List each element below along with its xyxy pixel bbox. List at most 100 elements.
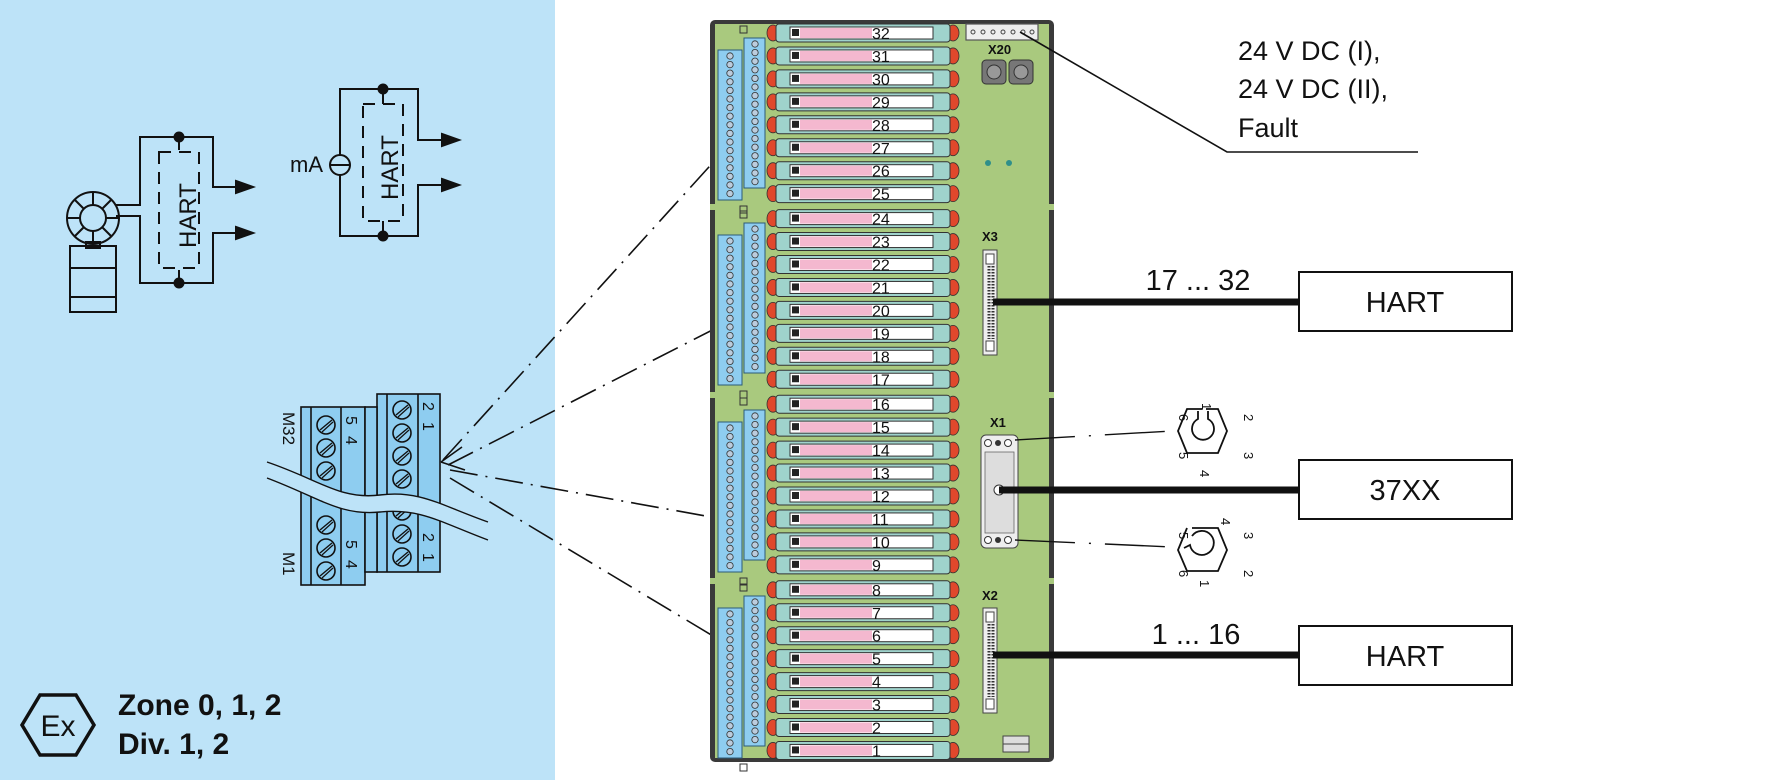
module-slot-29: 29	[766, 92, 960, 112]
transmitter-device	[66, 191, 120, 313]
current-source-label: mA	[290, 152, 323, 177]
socket-leader-upper	[1014, 430, 1173, 441]
hart-box-lower: HART	[1298, 625, 1513, 686]
socket-upper-pin-1: 1	[1199, 403, 1214, 410]
module-number: 10	[872, 535, 890, 552]
board-terminal-strips	[717, 25, 766, 772]
module-slot-9: 9	[766, 555, 960, 575]
module-slot-3: 3	[766, 695, 960, 715]
screw-icon	[316, 415, 336, 435]
socket-upper-pin-3: 3	[1241, 452, 1256, 459]
board-terminal-strip	[717, 583, 766, 772]
screw-icon	[392, 446, 412, 466]
module-number: 14	[872, 443, 890, 460]
module-number: 19	[872, 326, 890, 343]
module-slot-30: 30	[766, 69, 960, 89]
module-number: 28	[872, 118, 890, 135]
module-number: 1	[872, 743, 881, 760]
hart-loop-current-source	[339, 83, 463, 242]
module-slot-28: 28	[766, 115, 960, 135]
module-slot-16: 16	[766, 394, 960, 414]
board-terminal-strip	[717, 210, 766, 399]
module-slot-18: 18	[766, 346, 960, 366]
module-slot-8: 8	[766, 580, 960, 600]
module-slots: 3231302928272625242322212019181716151413…	[766, 23, 960, 760]
module-number: 4	[872, 675, 881, 692]
module-slot-27: 27	[766, 138, 960, 158]
module-slot-5: 5	[766, 649, 960, 669]
terminal-block-break	[265, 462, 490, 540]
socket-lower-pin-3: 3	[1241, 532, 1256, 539]
module-slot-31: 31	[766, 46, 960, 66]
screw-icon	[316, 461, 336, 481]
x2-ribbon-connector	[982, 607, 998, 714]
terminal-label-m32: M32	[279, 412, 298, 445]
current-source-symbol	[329, 154, 351, 176]
module-number: 32	[872, 26, 890, 43]
module-number: 2	[872, 721, 881, 738]
range-label-17-32: 17 ... 32	[1146, 265, 1251, 297]
module-slot-15: 15	[766, 417, 960, 437]
pin-label-4-bottom: 4	[342, 560, 359, 569]
module-slot-22: 22	[766, 255, 960, 275]
range-label-1-16: 1 ... 16	[1152, 619, 1241, 651]
power-label-line1: 24 V DC (I),	[1238, 36, 1381, 66]
module-number: 5	[872, 652, 881, 669]
module-number: 3	[872, 698, 881, 715]
module-number: 24	[872, 212, 890, 229]
socket-lower-pin-6: 6	[1176, 570, 1191, 577]
break-line-bottom	[266, 477, 489, 541]
x1-label: X1	[990, 415, 1006, 430]
module-number: 12	[872, 489, 890, 506]
module-number: 31	[872, 49, 890, 66]
module-slot-14: 14	[766, 440, 960, 460]
socket-upper-icon	[1177, 408, 1228, 454]
module-number: 6	[872, 629, 881, 646]
box-37xx: 37XX	[1298, 459, 1513, 520]
power-label-line3: Fault	[1238, 113, 1299, 143]
socket-upper-pin-2: 2	[1241, 414, 1256, 421]
terminal-label-m1: M1	[279, 552, 298, 576]
power-callout-leader	[1019, 31, 1418, 153]
screw-icon	[316, 538, 336, 558]
x2-label: X2	[982, 588, 998, 603]
hart-label-current-source: HART	[377, 135, 404, 200]
screw-icon	[316, 515, 336, 535]
module-number: 23	[872, 235, 890, 252]
pin-label-2-top: 2	[419, 402, 436, 411]
x20-connector	[965, 23, 1039, 41]
module-number: 21	[872, 280, 890, 297]
module-slot-26: 26	[766, 161, 960, 181]
module-slot-25: 25	[766, 184, 960, 204]
module-number: 18	[872, 349, 890, 366]
pin-label-5-top: 5	[342, 416, 359, 425]
module-slot-23: 23	[766, 232, 960, 252]
module-slot-4: 4	[766, 672, 960, 692]
break-line-top	[266, 461, 489, 523]
module-number: 13	[872, 466, 890, 483]
pin-label-1-top: 1	[419, 422, 436, 431]
svg-text:HART: HART	[1366, 287, 1445, 319]
module-slot-2: 2	[766, 718, 960, 738]
board-terminal-strip	[717, 25, 766, 214]
socket-upper-pin-5: 5	[1176, 452, 1191, 459]
division-text: Div. 1, 2	[118, 728, 229, 761]
x3-label: X3	[982, 229, 998, 244]
module-slot-24: 24	[766, 209, 960, 229]
status-led	[1006, 160, 1012, 166]
module-number: 26	[872, 164, 890, 181]
socket-lower-pin-2: 2	[1241, 570, 1256, 577]
module-slot-32: 32	[766, 23, 960, 43]
module-number: 11	[872, 512, 889, 529]
screw-icon	[392, 469, 412, 489]
module-slot-20: 20	[766, 300, 960, 320]
screw-icon	[392, 524, 412, 544]
module-slot-11: 11	[766, 509, 960, 529]
pin-label-2-bottom: 2	[419, 533, 436, 542]
hazardous-area-background	[0, 0, 555, 780]
screw-icon	[392, 423, 412, 443]
hart-label-transmitter: HART	[175, 183, 202, 248]
x3-ribbon-connector	[982, 249, 998, 356]
